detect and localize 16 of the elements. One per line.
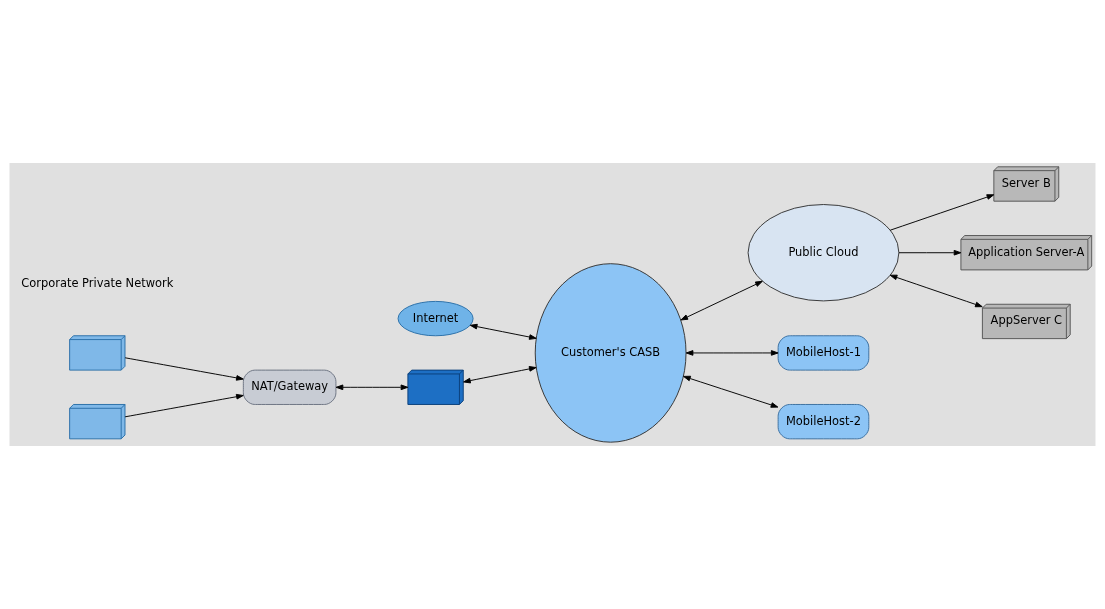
arrow [463,366,537,384]
arrow [335,384,409,391]
arrow [469,323,537,340]
arrow [889,274,983,308]
arrow [683,375,779,408]
node-box: MobileHost-1 [777,335,870,371]
label: Corporate Private Network [21,276,174,291]
arrow [685,350,779,356]
node-box: MobileHost-2 [777,404,870,440]
node-ellipse: Internet [397,300,474,337]
arrow [898,249,962,256]
arrow [680,280,763,321]
node-box: NAT/Gateway [242,369,337,405]
arrow [124,357,244,381]
arrow [124,393,244,418]
arrow [889,194,995,231]
